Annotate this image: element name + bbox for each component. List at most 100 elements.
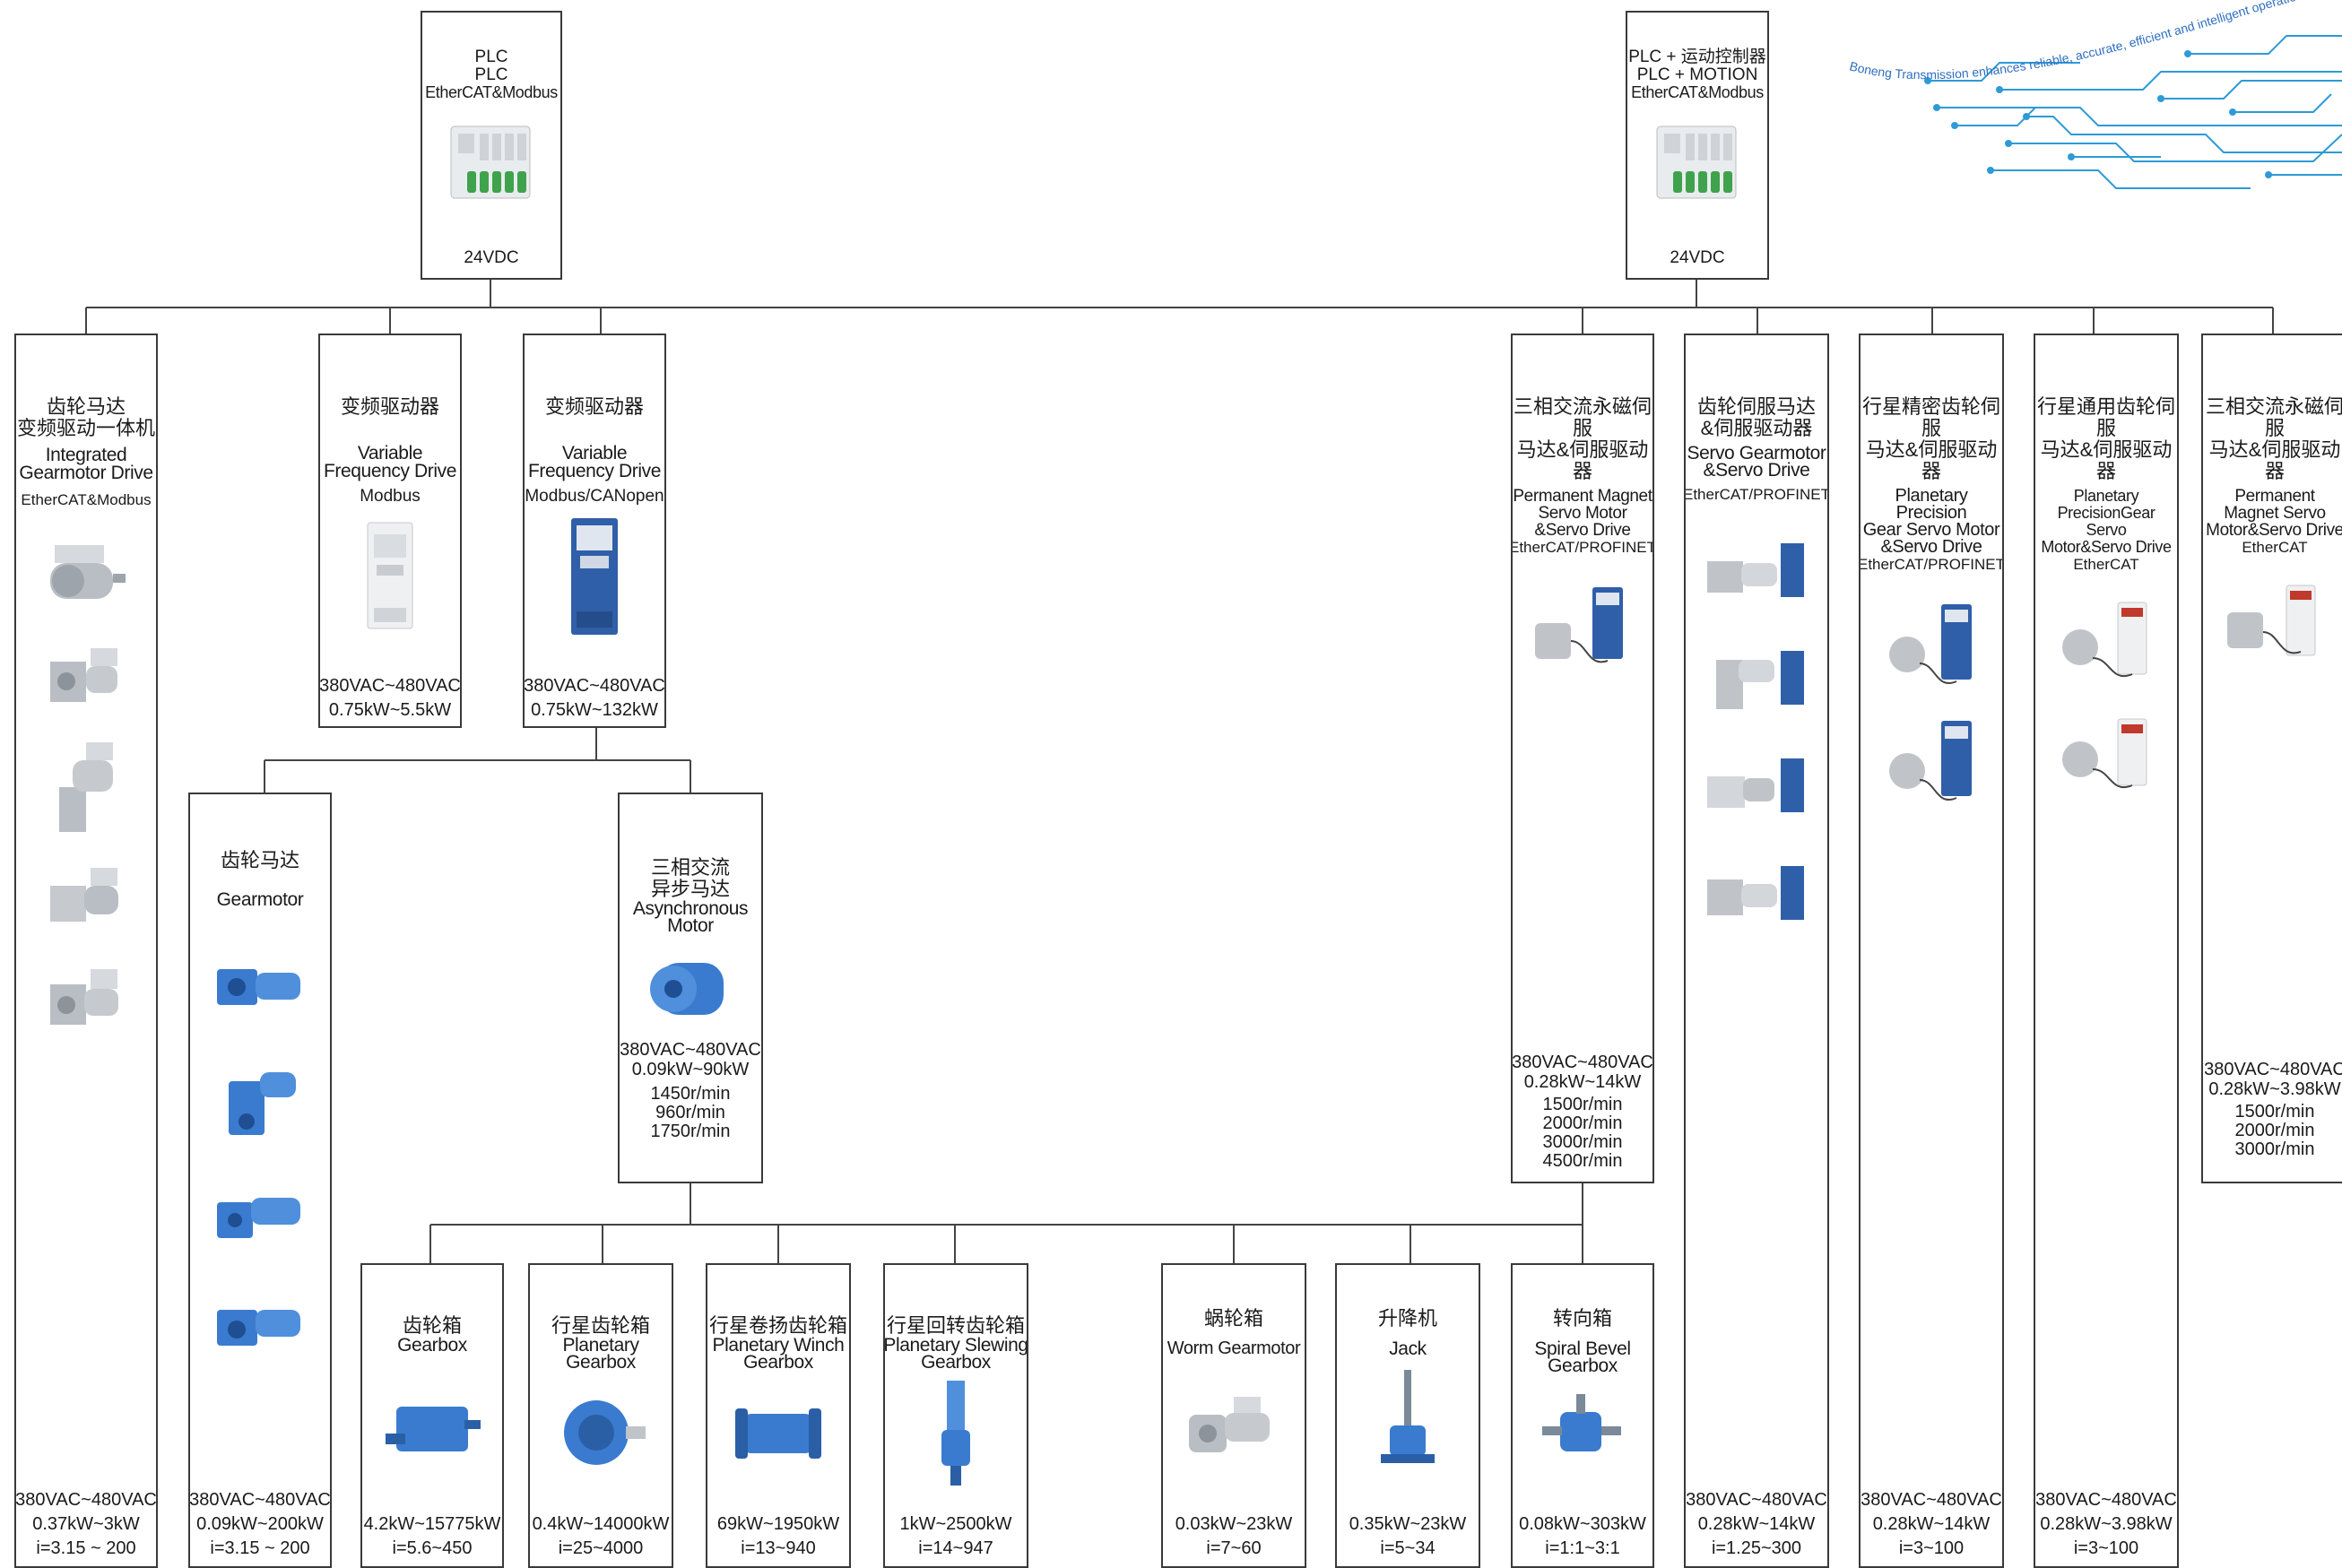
planetarygb-en-title: Planetary Gearbox xyxy=(562,1335,639,1373)
plangen-en-title: Planetary PrecisionGear Servo Motor&Serv… xyxy=(2041,487,2172,556)
plangen-cn-title: 行星通用齿轮伺服 马达&伺服驱动器 xyxy=(2036,395,2175,482)
integrated-helical-gearmotor-icon xyxy=(50,648,117,702)
integrated-inline-gearmotor-icon xyxy=(59,742,113,832)
integrated-bevel-gearmotor-icon xyxy=(50,969,118,1025)
integrated-drive-motor-icon xyxy=(50,545,126,599)
jack-power: 0.35kW~23kW xyxy=(1349,1514,1467,1534)
slewing-en-title: Planetary Slewing Gearbox xyxy=(883,1335,1028,1373)
servo1-power: 0.28kW~14kW xyxy=(1523,1072,1642,1092)
blue-planetary-gearbox-icon xyxy=(564,1400,646,1465)
jack-cn-title: 升降机 xyxy=(1377,1307,1437,1330)
integrated-cn-title: 齿轮马达 变频驱动一体机 xyxy=(16,395,155,439)
bevel-cn-title: 转向箱 xyxy=(1552,1307,1612,1330)
plc-right-protocol: EtherCAT&Modbus xyxy=(1631,83,1764,101)
planetary-servo-blue-drive-2-icon xyxy=(1889,721,1972,801)
integrated-gearmotor-drive-box[interactable]: 齿轮马达 变频驱动一体机 Integrated Gearmotor Drive … xyxy=(14,334,158,1568)
vfd2-en-title: Variable Frequency Drive xyxy=(527,443,662,481)
servoright-power: 0.28kW~3.98kW xyxy=(2208,1079,2341,1099)
winch-power: 69kW~1950kW xyxy=(716,1514,840,1534)
vfd1-power: 0.75kW~5.5kW xyxy=(328,700,452,720)
servo1-protocol: EtherCAT/PROFINET xyxy=(1511,539,1654,556)
vfd1-voltage: 380VAC~480VAC xyxy=(319,676,461,696)
servoright-speeds: 1500r/min 2000r/min 3000r/min xyxy=(2234,1102,2315,1159)
integrated-en-title: Integrated Gearmotor Drive xyxy=(19,445,153,483)
servo-motor-blue-drive-icon xyxy=(1535,587,1623,663)
planetary-precision-servo-box[interactable]: 行星精密齿轮伺服 马达&伺服驱动器 Planetary Precision Ge… xyxy=(1859,334,2004,1568)
worm-gearmotor-box[interactable]: 蜗轮箱 Worm Gearmotor 0.03kW~23kW i=7~60 xyxy=(1161,1263,1306,1568)
async-en-title: Asynchronous Motor xyxy=(632,898,749,936)
vfd-blue-drive-icon xyxy=(571,518,618,635)
bevel-power: 0.08kW~303kW xyxy=(1519,1514,1646,1534)
vfd-canopen-box[interactable]: 变频驱动器 Variable Frequency Drive Modbus/CA… xyxy=(523,334,666,728)
blue-industrial-gearbox-icon xyxy=(386,1407,481,1451)
servo-parallel-gearmotor-icon xyxy=(1707,758,1804,812)
planetarygb-ratio: i=25~4000 xyxy=(558,1538,644,1558)
asynchronous-motor-box[interactable]: 三相交流 异步马达 Asynchronous Motor 380VAC~480V… xyxy=(618,793,763,1183)
gearbox-power: 4.2kW~15775kW xyxy=(363,1514,501,1534)
servogear-en-title: Servo Gearmotor &Servo Drive xyxy=(1687,443,1826,481)
planetary-servo-white-drive-2-icon xyxy=(2062,718,2147,789)
worm-gearmotor-icon xyxy=(1189,1397,1270,1452)
banner-tagline: Boneng Transmission enhances reliable, a… xyxy=(1847,0,2342,82)
vfd2-cn-title: 变频驱动器 xyxy=(544,395,644,418)
servo-gearmotor-box[interactable]: 齿轮伺服马达 &伺服驱动器 Servo Gearmotor &Servo Dri… xyxy=(1684,334,1829,1568)
blue-slewing-drive-icon xyxy=(941,1381,970,1486)
pm-servo-motor-drive-box[interactable]: 三相交流永磁伺服 马达&伺服驱动器 Permanent Magnet Servo… xyxy=(1511,334,1654,1183)
worm-cn-title: 蜗轮箱 xyxy=(1203,1307,1263,1330)
planprec-power: 0.28kW~14kW xyxy=(1872,1514,1991,1534)
gearmotor-box[interactable]: 齿轮马达 Gearmotor 380VAC~480VAC 0.09kW~200k… xyxy=(188,793,332,1568)
gearmotor-power: 0.09kW~200kW xyxy=(196,1514,324,1534)
plc-right-line1: PLC + 运动控制器 xyxy=(1628,48,1766,66)
servogear-protocol: EtherCAT/PROFINET xyxy=(1684,486,1829,503)
servo-inline-gearmotor-icon xyxy=(1716,651,1804,709)
gearbox-box[interactable]: 齿轮箱 Gearbox 4.2kW~15775kW i=5.6~450 xyxy=(360,1263,504,1568)
blue-helical-gearmotor-icon xyxy=(217,1198,300,1238)
gearbox-en-title: Gearbox xyxy=(397,1335,467,1356)
blue-bevel-gearmotor-icon xyxy=(217,969,300,1005)
servogear-ratio: i=1.25~300 xyxy=(1711,1538,1802,1558)
vfd1-cn-title: 变频驱动器 xyxy=(340,395,439,418)
integrated-voltage: 380VAC~480VAC xyxy=(15,1490,157,1510)
pm-servo-right-box[interactable]: 三相交流永磁伺服 马达&伺服驱动器 Permanent Magnet Servo… xyxy=(2201,334,2342,1183)
worm-power: 0.03kW~23kW xyxy=(1175,1514,1293,1534)
plangen-power: 0.28kW~3.98kW xyxy=(2040,1514,2173,1534)
plc-box-left[interactable]: PLC PLC EtherCAT&Modbus 24VDC xyxy=(421,11,562,280)
integrated-protocol: EtherCAT&Modbus xyxy=(21,491,152,508)
servo1-cn-title: 三相交流永磁伺服 马达&伺服驱动器 xyxy=(1513,395,1652,482)
planetary-servo-white-drive-icon xyxy=(2062,602,2147,678)
svg-text:Boneng Transmission enhances r: Boneng Transmission enhances reliable, a… xyxy=(1847,0,2342,82)
gearmotor-voltage: 380VAC~480VAC xyxy=(189,1490,331,1510)
async-speeds: 1450r/min 960r/min 1750r/min xyxy=(650,1084,731,1141)
planetary-winch-gearbox-box[interactable]: 行星卷扬齿轮箱 Planetary Winch Gearbox 69kW~195… xyxy=(706,1263,851,1568)
slewing-power: 1kW~2500kW xyxy=(899,1514,1012,1534)
plc-left-line1: PLC xyxy=(474,48,508,66)
gearbox-ratio: i=5.6~450 xyxy=(392,1538,473,1558)
plc-box-right[interactable]: PLC + 运动控制器 PLC + MOTION EtherCAT&Modbus… xyxy=(1626,11,1769,280)
worm-ratio: i=7~60 xyxy=(1206,1538,1262,1558)
planetary-gearbox-box[interactable]: 行星齿轮箱 Planetary Gearbox 0.4kW~14000kW i=… xyxy=(528,1263,673,1568)
planetary-slewing-gearbox-box[interactable]: 行星回转齿轮箱 Planetary Slewing Gearbox 1kW~25… xyxy=(883,1263,1028,1568)
planprec-en-title: Planetary Precision Gear Servo Motor &Se… xyxy=(1862,486,2000,557)
blue-winch-drum-icon xyxy=(735,1408,821,1459)
circuit-banner-graphic: Boneng Transmission enhances reliable, a… xyxy=(1847,0,2342,189)
async-cn-title: 三相交流 异步马达 xyxy=(650,856,730,900)
plc-right-line2: PLC + MOTION xyxy=(1636,65,1758,84)
servoright-protocol: EtherCAT xyxy=(2242,539,2308,556)
servo-bevel-gearmotor-icon xyxy=(1707,866,1804,920)
async-power: 0.09kW~90kW xyxy=(631,1060,750,1079)
spiral-bevel-gearbox-box[interactable]: 转向箱 Spiral Bevel Gearbox 0.08kW~303kW i=… xyxy=(1511,1263,1654,1568)
plangen-protocol: EtherCAT xyxy=(2073,556,2139,573)
blue-induction-motor-icon xyxy=(650,963,724,1015)
planprec-protocol: EtherCAT/PROFINET xyxy=(1859,556,2004,573)
winch-cn-title: 行星卷扬齿轮箱 xyxy=(708,1314,847,1337)
vfd2-protocol: Modbus/CANopen xyxy=(525,487,664,506)
planetary-general-servo-box[interactable]: 行星通用齿轮伺服 马达&伺服驱动器 Planetary PrecisionGea… xyxy=(2034,334,2179,1568)
planetarygb-power: 0.4kW~14000kW xyxy=(532,1514,670,1534)
plc-left-power: 24VDC xyxy=(464,248,519,267)
slewing-cn-title: 行星回转齿轮箱 xyxy=(886,1314,1025,1337)
servoright-voltage: 380VAC~480VAC xyxy=(2204,1060,2342,1079)
vfd-modbus-box[interactable]: 变频驱动器 Variable Frequency Drive Modbus 38… xyxy=(318,334,462,728)
plc-controller-icon xyxy=(450,126,531,199)
jack-box[interactable]: 升降机 Jack 0.35kW~23kW i=5~34 xyxy=(1335,1263,1480,1568)
